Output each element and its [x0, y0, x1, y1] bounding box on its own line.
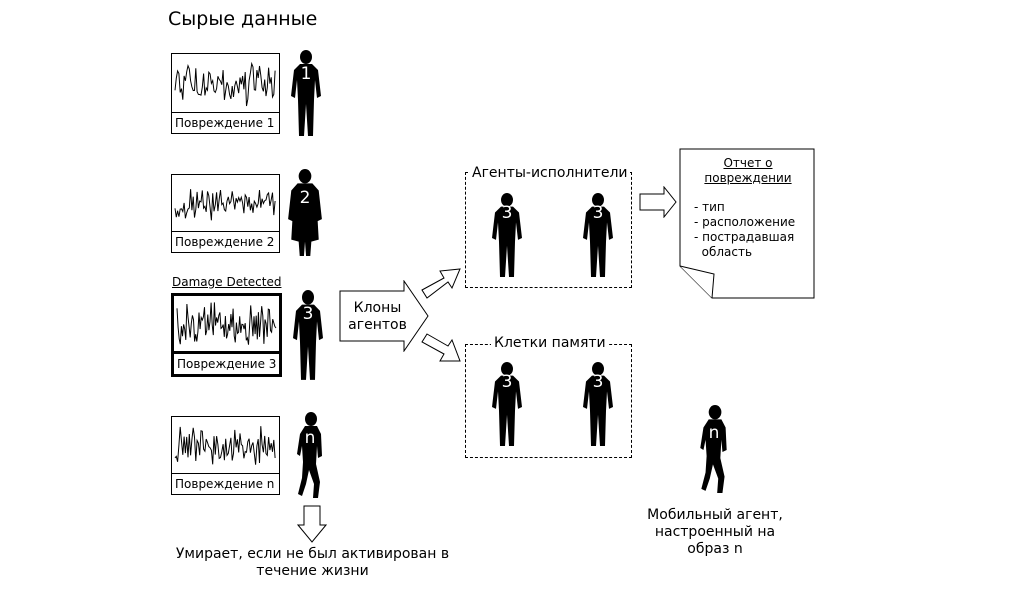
executors-box: Агенты-исполнители: [465, 165, 632, 288]
agent-number: n: [304, 428, 316, 448]
agent-number: 1: [300, 64, 312, 84]
clones-label: Клоны агентов: [348, 300, 407, 333]
damage-caption: Повреждение 1: [172, 112, 279, 133]
damage-panel-3: Повреждение 3: [171, 293, 282, 377]
agent-number: 3: [592, 372, 604, 392]
waveform: [176, 302, 277, 345]
waveform: [174, 61, 276, 107]
agent-number: 2: [299, 188, 311, 208]
executor-agent-a: 3: [489, 193, 525, 279]
memory-agent-a: 3: [489, 362, 525, 448]
report-item: - тип: [694, 200, 725, 214]
agent-number: n: [708, 423, 720, 443]
agent-number: 3: [302, 304, 314, 324]
memory-box: Клетки памяти: [465, 335, 632, 458]
report-item: - расположение: [694, 215, 796, 229]
report-item: - пострадавшая: [694, 230, 795, 244]
agent-figure-n: n: [292, 412, 328, 500]
agent-figure-3: 3: [290, 290, 326, 382]
report-title: Отчет о повреждении: [704, 156, 792, 185]
agent-number: 3: [501, 203, 513, 223]
damage-caption: Повреждение n: [172, 473, 279, 494]
page-title: Сырые данные: [168, 8, 318, 30]
arrow-down-right-icon: [421, 333, 461, 362]
mobile-agent-label: Мобильный агент, настроенный на образ n: [647, 507, 783, 557]
agent-number: 3: [501, 372, 513, 392]
memory-agent-b: 3: [580, 362, 616, 448]
report-document-icon: [679, 148, 815, 299]
report-arrow-icon: [639, 186, 677, 218]
dies-note: Умирает, если не был активирован в течен…: [175, 546, 450, 579]
waveform: [174, 189, 276, 221]
agent-figure-2: 2: [286, 168, 324, 258]
waveform: [174, 426, 276, 465]
agent-number: 3: [592, 203, 604, 223]
executor-agent-b: 3: [580, 193, 616, 279]
executors-label: Агенты-исполнители: [470, 165, 630, 181]
damage-detected-label: Damage Detected: [172, 275, 282, 289]
memory-label: Клетки памяти: [491, 335, 609, 351]
damage-caption: Повреждение 3: [174, 351, 279, 374]
damage-panel-1: Повреждение 1: [171, 53, 280, 134]
agent-figure-1: 1: [288, 50, 324, 138]
damage-caption: Повреждение 2: [172, 231, 279, 252]
clone-arrow-icon: [339, 280, 429, 352]
damage-panel-2: Повреждение 2: [171, 174, 280, 253]
report-item: область: [694, 245, 753, 259]
mobile-agent-figure: n: [695, 405, 733, 495]
down-arrow-icon: [297, 505, 327, 543]
damage-panel-n: Повреждение n: [171, 416, 280, 495]
report-items: - тип - расположение - пострадавшая обла…: [694, 200, 812, 260]
arrow-up-right-icon: [421, 268, 461, 299]
